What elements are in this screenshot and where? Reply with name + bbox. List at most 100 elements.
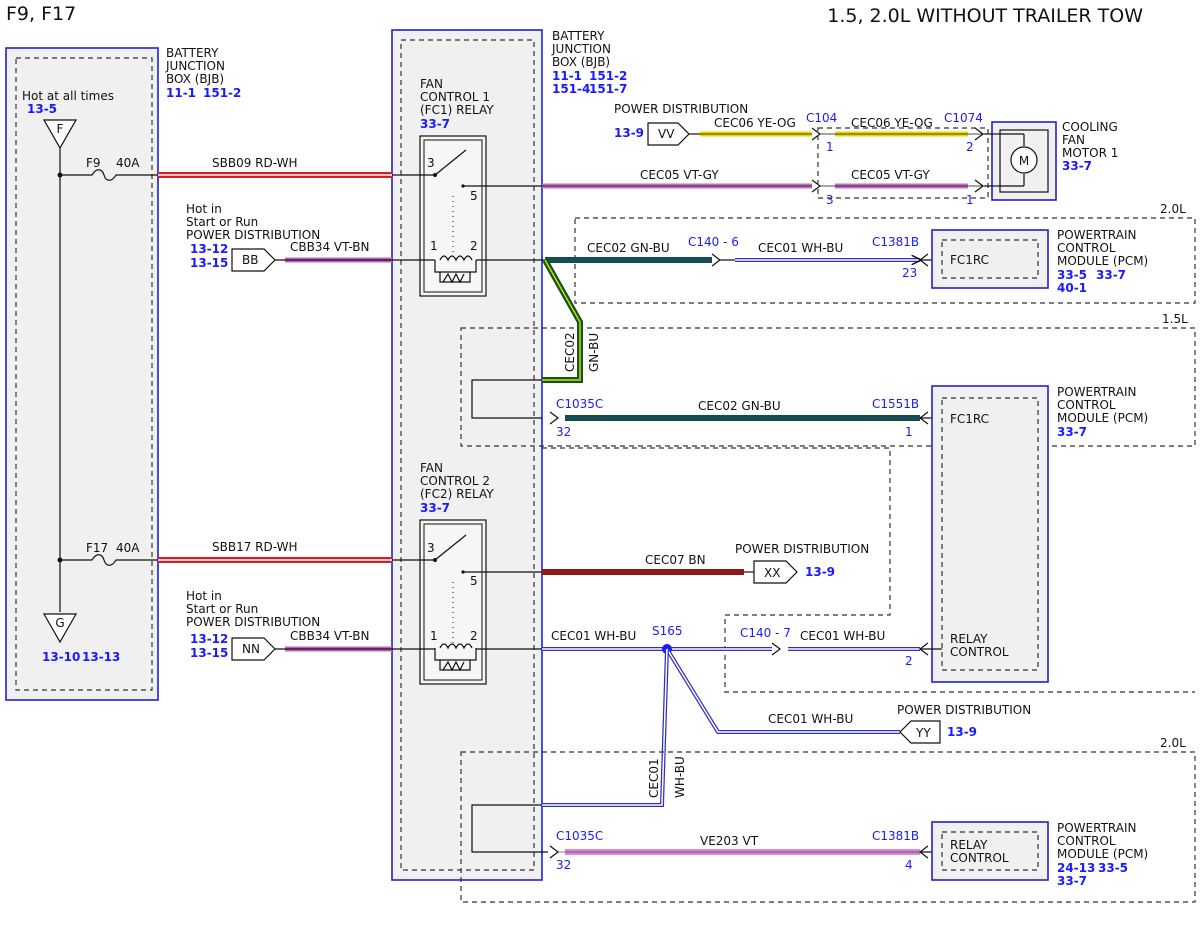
pcm-a-ref: 40-1 — [1057, 281, 1087, 295]
pin-label: 4 — [905, 858, 913, 872]
relay1-switch-icon — [433, 149, 477, 284]
wire-label-cbb34: CBB34 VT-BN — [290, 629, 369, 643]
fuse-f9-name: F9 — [86, 156, 101, 170]
connector-c1035c-label: C1035C — [556, 397, 603, 411]
wire-cec01-d — [665, 647, 900, 734]
relay1-pin: 5 — [470, 189, 478, 203]
motor-symbol: M — [1019, 154, 1029, 168]
c1074-connector-frame — [817, 127, 989, 199]
terminal-f-label: F — [57, 122, 64, 136]
wire-label-ve203: VE203 VT — [700, 834, 759, 848]
hot-start-run-label: Start or Run — [186, 602, 258, 616]
connector-c1035c-label: C1035C — [556, 829, 603, 843]
pcm-a-label: POWERTRAIN — [1057, 228, 1137, 242]
connector-bb-label: BB — [242, 253, 258, 267]
vv-ref: 13-9 — [614, 126, 644, 140]
section-1-5l-return — [542, 447, 1195, 693]
pcm-c-pin-label: RELAY — [950, 838, 988, 852]
connector-yy-icon — [899, 720, 941, 744]
relay2-switch-icon — [433, 534, 477, 672]
engine-tag-1-5l: 1.5L — [1162, 312, 1188, 326]
fuse-f9-icon — [60, 169, 158, 181]
wire-cec02-vertical — [542, 258, 583, 383]
connector-xx-icon — [753, 560, 798, 584]
relay2-pin: 2 — [470, 629, 478, 643]
hot-start-run-label: Hot in — [186, 202, 222, 216]
pcm-b-label: CONTROL — [1057, 398, 1116, 412]
connector-pcm-b-relay-icon — [919, 642, 929, 656]
fuse-f9-rating: 40A — [116, 156, 140, 170]
wire-cec01-jog — [471, 804, 548, 853]
pcm-a-pin-label: FC1RC — [950, 253, 989, 267]
hot-start-run-label: Start or Run — [186, 215, 258, 229]
hot-start-run-label: POWER DISTRIBUTION — [186, 615, 320, 629]
wire-label-cec01: CEC01 WH-BU — [551, 629, 636, 643]
connector-c1074-label: C1074 — [944, 111, 983, 125]
wire-label-cec01: CEC01 WH-BU — [800, 629, 885, 643]
relay2-inner — [423, 523, 483, 681]
bjb-center-ref: 151-2 — [589, 69, 627, 83]
wire-label-cec07: CEC07 BN — [645, 553, 706, 567]
pin-label: 32 — [556, 425, 571, 439]
wire-label-cbb34: CBB34 VT-BN — [290, 240, 369, 254]
bjb-left-label: JUNCTION — [165, 59, 225, 73]
ground-ref: 13-10 — [42, 650, 80, 664]
pcm-c-inner — [941, 831, 1039, 871]
bjb-center-ref: 151-4 — [552, 82, 590, 96]
terminal-f-icon — [42, 119, 78, 150]
wire-label-cec02-vertical: GN-BU — [587, 333, 601, 372]
section-2-0l-top — [574, 217, 1196, 304]
pcm-a-inner — [941, 239, 1039, 279]
xx-ref: 13-9 — [805, 565, 835, 579]
pin-label: 1 — [966, 193, 974, 207]
pcm-b-inner — [941, 397, 1039, 671]
relay2-pin: 1 — [430, 629, 438, 643]
bjb-left-ref: 151-2 — [203, 86, 241, 100]
pin-label: 2 — [905, 654, 913, 668]
power-distribution-label: POWER DISTRIBUTION — [614, 102, 748, 116]
bjb-center-inner — [400, 39, 535, 871]
connector-c104-pin3-icon — [811, 179, 821, 193]
pcm-a-label: MODULE (PCM) — [1057, 254, 1148, 268]
wire-label-cec01: CEC01 WH-BU — [758, 241, 843, 255]
relay1-inner — [423, 139, 483, 293]
fan-motor-label: MOTOR 1 — [1062, 146, 1118, 160]
connector-c140-7-icon — [771, 642, 781, 656]
connector-c1074-icon — [974, 127, 984, 141]
wire-label-sbb09: SBB09 RD-WH — [212, 156, 297, 170]
relay1-label: CONTROL 1 — [420, 90, 490, 104]
wire-cec01-vertical — [542, 648, 669, 807]
pcm-a-ref: 33-7 — [1096, 268, 1126, 282]
wire-label-cec01: CEC01 WH-BU — [768, 712, 853, 726]
nn-ref: 13-12 — [190, 632, 228, 646]
connector-c1035c-b-icon — [549, 845, 559, 859]
connector-c140-6-label: C140 - 6 — [688, 235, 739, 249]
section-1-5l — [460, 327, 1196, 447]
engine-tag-2-0l: 2.0L — [1160, 736, 1186, 750]
pin-label: 32 — [556, 858, 571, 872]
hot-at-all-times-label: Hot at all times — [22, 89, 114, 103]
splice-s165-label: S165 — [652, 624, 683, 638]
connector-c1381b-label: C1381B — [872, 829, 919, 843]
relay1-ref: 33-7 — [420, 117, 450, 131]
terminal-g-label: G — [55, 616, 64, 630]
ground-ref: 13-13 — [82, 650, 120, 664]
wire-label-cec05: CEC05 VT-GY — [640, 168, 719, 182]
section-2-0l-bottom — [460, 751, 1196, 903]
hot-start-run-label: POWER DISTRIBUTION — [186, 228, 320, 242]
bjb-left-inner — [15, 57, 153, 691]
wire-label-cec02-vertical: CEC02 — [563, 332, 577, 372]
fuse-f17-icon — [60, 554, 158, 566]
connector-c140-7-label: C140 - 7 — [740, 626, 791, 640]
connector-pcm-c-icon — [919, 845, 929, 859]
pcm-a-label: CONTROL — [1057, 241, 1116, 255]
bjb-center-label: BATTERY — [552, 29, 605, 43]
hot-at-all-times-ref: 13-5 — [27, 102, 57, 116]
pin-label: 3 — [826, 193, 834, 207]
diagram-title: 1.5, 2.0L WITHOUT TRAILER TOW — [827, 5, 1143, 27]
connector-c1551b-label: C1551B — [872, 397, 919, 411]
bjb-left-box — [5, 47, 159, 701]
connector-vv-label: VV — [658, 127, 675, 141]
pcm-c-label: POWERTRAIN — [1057, 821, 1137, 835]
fan-motor-inner — [999, 129, 1049, 193]
